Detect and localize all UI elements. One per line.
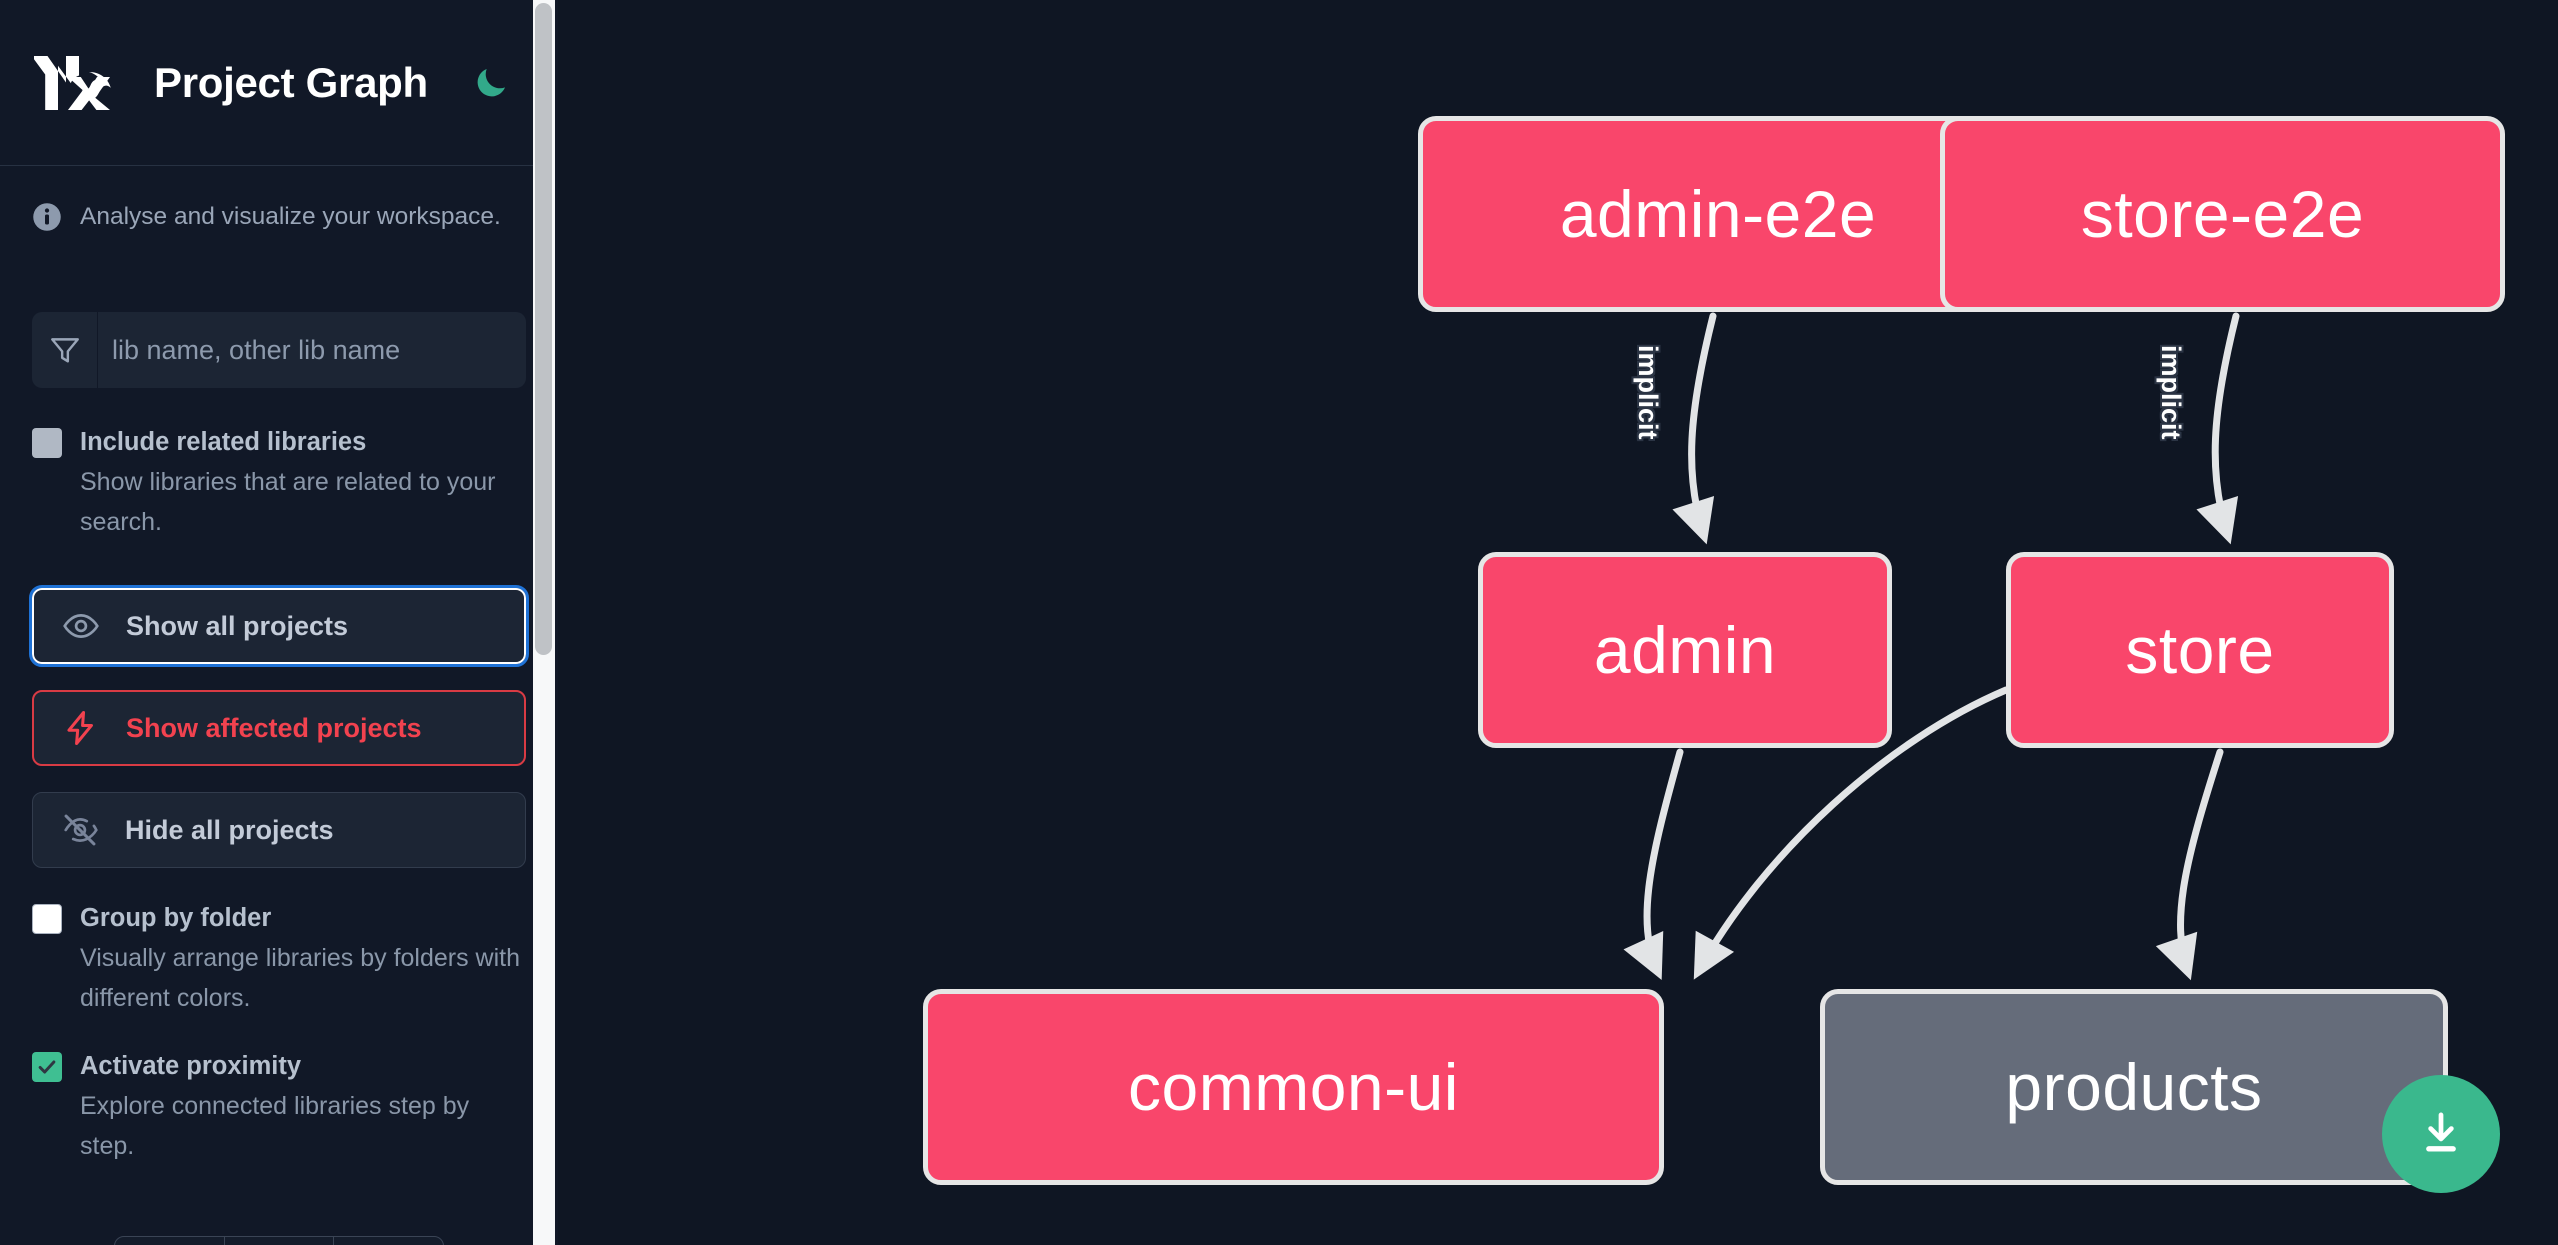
nx-logo: [34, 55, 111, 110]
hide-all-projects-button[interactable]: Hide all projects: [32, 792, 526, 868]
checkbox-label: Activate proximity: [80, 1052, 302, 1080]
moon-icon[interactable]: [470, 62, 512, 104]
edge-admin-common-ui: [1623, 748, 1684, 980]
checkbox-description: Explore connected libraries step by step…: [80, 1092, 470, 1160]
node-label: products: [2005, 1050, 2263, 1124]
node-label: common-ui: [1128, 1050, 1459, 1124]
checkbox-activate-proximity[interactable]: Activate proximity Explore connected lib…: [0, 1046, 558, 1166]
filter-icon: [32, 312, 98, 388]
checkbox-label: Group by folder: [80, 904, 272, 932]
check-icon: [38, 1060, 56, 1074]
checkbox-text: Group by folder Visually arrange librari…: [80, 898, 526, 1018]
moon-glyph: [477, 68, 505, 96]
show-affected-projects-label: Show affected projects: [126, 712, 422, 743]
graph-edges: [1623, 312, 2240, 981]
edge-admin-e2e-admin: [1672, 312, 1717, 545]
action-button-group: Show all projects Show affected projects…: [0, 585, 558, 868]
graph-node-admin-e2e[interactable]: admin-e2e: [1418, 116, 2018, 312]
edge-label-implicit-admin: implicit: [1633, 345, 1663, 440]
segment-3[interactable]: [334, 1237, 443, 1245]
hide-all-projects-label: Hide all projects: [125, 814, 334, 845]
node-label: admin: [1593, 613, 1777, 687]
filter-box[interactable]: [32, 312, 526, 388]
graph-node-admin[interactable]: admin: [1478, 552, 1892, 748]
show-affected-projects-button[interactable]: Show affected projects: [32, 690, 526, 766]
graph-node-store[interactable]: store: [2006, 552, 2394, 748]
edge-store-common-ui: [1693, 686, 2010, 980]
info-row: Analyse and visualize your workspace.: [0, 166, 558, 232]
checkbox-text: Activate proximity Explore connected lib…: [80, 1046, 526, 1166]
sidebar-scrollbar-thumb[interactable]: [535, 3, 552, 655]
checkbox-group-by-folder[interactable]: Group by folder Visually arrange librari…: [0, 898, 558, 1018]
checkbox-box-include-related-libraries[interactable]: [32, 428, 62, 458]
info-icon: [33, 203, 61, 231]
checkbox-label: Include related libraries: [80, 428, 367, 456]
page-title: Project Graph: [154, 58, 428, 106]
checkbox-include-related-libraries[interactable]: Include related libraries Show libraries…: [0, 422, 558, 542]
graph-node-store-e2e[interactable]: store-e2e: [1940, 116, 2505, 312]
info-text: Analyse and visualize your workspace.: [80, 203, 501, 230]
checkbox-description: Show libraries that are related to your …: [80, 468, 496, 536]
checkbox-text: Include related libraries Show libraries…: [80, 422, 526, 542]
eye-icon: [63, 614, 99, 638]
segment-2[interactable]: [225, 1237, 335, 1245]
show-all-projects-button[interactable]: Show all projects: [29, 585, 529, 667]
graph-node-products[interactable]: products: [1820, 989, 2448, 1185]
search-input[interactable]: [98, 312, 526, 388]
checkbox-box-group-by-folder[interactable]: [32, 904, 62, 934]
edge-label-implicit-store: implicit: [2156, 345, 2186, 440]
graph-canvas[interactable]: admin-e2e store-e2e admin store common-u…: [558, 0, 2558, 1245]
checkbox-description: Visually arrange libraries by folders wi…: [80, 944, 521, 1012]
edge-store-products: [2155, 748, 2224, 981]
node-label: store-e2e: [2080, 177, 2365, 251]
lightning-icon: [67, 710, 93, 746]
sidebar-edge: [555, 0, 558, 1245]
graph-node-common-ui[interactable]: common-ui: [923, 989, 1664, 1185]
download-icon: [2426, 1112, 2456, 1152]
checkbox-box-activate-proximity[interactable]: [32, 1052, 62, 1082]
download-button[interactable]: [2382, 1075, 2500, 1193]
show-all-projects-label: Show all projects: [126, 610, 349, 641]
node-label: store: [2125, 613, 2275, 687]
edge-store-e2e-store: [2196, 312, 2240, 545]
sidebar-header: Project Graph: [0, 0, 558, 166]
eye-off-icon: [64, 814, 98, 846]
node-label: admin-e2e: [1559, 177, 1877, 251]
sidebar: Project Graph Analyse and visualize your…: [0, 0, 558, 1245]
segment-1[interactable]: [115, 1237, 225, 1245]
segmented-control[interactable]: [114, 1236, 444, 1245]
filter-glyph: [50, 338, 79, 363]
